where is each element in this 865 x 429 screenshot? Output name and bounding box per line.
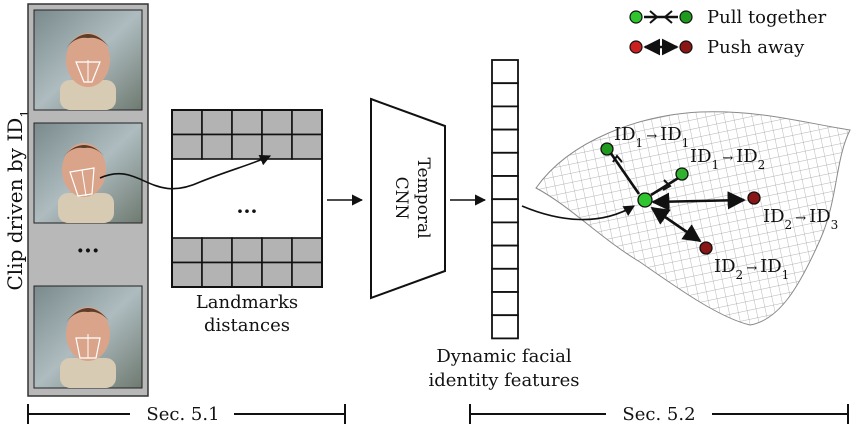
matrix-cell <box>261 109 293 136</box>
matrix-cell <box>231 237 263 264</box>
matrix-cell <box>261 237 293 264</box>
video-clip-panel: ··· <box>27 3 149 397</box>
frames-ellipsis: ··· <box>77 238 100 264</box>
temporal-cnn-block <box>370 97 446 300</box>
matrix-cell <box>171 237 203 264</box>
feature-cell <box>491 105 519 131</box>
matrix-cell <box>171 109 203 136</box>
matrix-cell <box>261 261 293 288</box>
matrix-cell <box>291 133 323 160</box>
feature-cell <box>491 151 519 177</box>
section-label-left: Sec. 5.1 <box>146 404 219 425</box>
matrix-border <box>171 109 323 288</box>
positive-point-1 <box>600 142 614 156</box>
matrix-cell <box>201 237 233 264</box>
section-bracket-left <box>27 404 346 424</box>
feature-vector <box>491 59 519 340</box>
clip-label: Clip driven by ID1 <box>3 109 34 290</box>
landmarks-label-line1: Landmarks <box>196 292 298 313</box>
matrix-cell <box>231 109 263 136</box>
feature-cell <box>491 267 519 293</box>
legend-pull-symbol <box>629 10 693 24</box>
matrix-cell <box>171 133 203 160</box>
matrix-cell <box>261 133 293 160</box>
id-label-d: ID2→ID1 <box>714 256 789 282</box>
matrix-cell <box>201 109 233 136</box>
id-label-c: ID2→ID3 <box>763 206 838 232</box>
matrix-cell <box>291 109 323 136</box>
svg-text:Clip driven by ID1: Clip driven by ID1 <box>3 109 34 290</box>
video-frame-3 <box>33 285 143 389</box>
section-bracket-right <box>469 404 849 424</box>
id-label-a: ID1→ID1 <box>614 124 689 150</box>
matrix-cell <box>231 261 263 288</box>
feature-cell <box>491 82 519 108</box>
feature-cell <box>491 244 519 270</box>
cnn-label: Temporal CNN <box>391 157 433 238</box>
matrix-cell <box>291 237 323 264</box>
video-frame-2 <box>33 122 143 224</box>
feature-cell <box>491 59 519 85</box>
id-label-b: ID1→ID2 <box>690 146 765 172</box>
positive-point-2 <box>675 167 689 181</box>
section-label-right: Sec. 5.2 <box>622 404 695 425</box>
landmarks-matrix <box>171 109 323 288</box>
svg-text:CNN: CNN <box>391 177 411 220</box>
feature-cell <box>491 221 519 247</box>
legend-push-symbol <box>629 38 693 56</box>
legend-push-label: Push away <box>707 37 805 58</box>
features-label-line2: identity features <box>428 370 579 391</box>
feature-cell <box>491 291 519 317</box>
matrix-ellipsis: ··· <box>237 199 258 223</box>
features-to-embedding-arrow <box>521 205 635 221</box>
legend-pull-label: Pull together <box>707 7 827 28</box>
feature-cell <box>491 128 519 154</box>
features-label-line1: Dynamic facial <box>436 346 572 367</box>
feature-cell <box>491 314 519 340</box>
matrix-cell <box>201 261 233 288</box>
svg-text:Temporal: Temporal <box>413 157 433 238</box>
matrix-cell <box>231 133 263 160</box>
feature-cell <box>491 198 519 224</box>
matrix-cell <box>201 133 233 160</box>
legend: Pull together Push away <box>629 7 827 58</box>
push-arrows <box>650 191 746 243</box>
matrix-cell <box>291 261 323 288</box>
anchor-point <box>637 192 653 208</box>
matrix-cell <box>171 261 203 288</box>
video-frame-1 <box>33 9 143 111</box>
landmarks-label-line2: distances <box>204 315 290 336</box>
frame-to-matrix-arrow <box>99 155 272 190</box>
negative-point-2 <box>699 241 713 255</box>
negative-point-1 <box>747 191 761 205</box>
feature-cell <box>491 175 519 201</box>
